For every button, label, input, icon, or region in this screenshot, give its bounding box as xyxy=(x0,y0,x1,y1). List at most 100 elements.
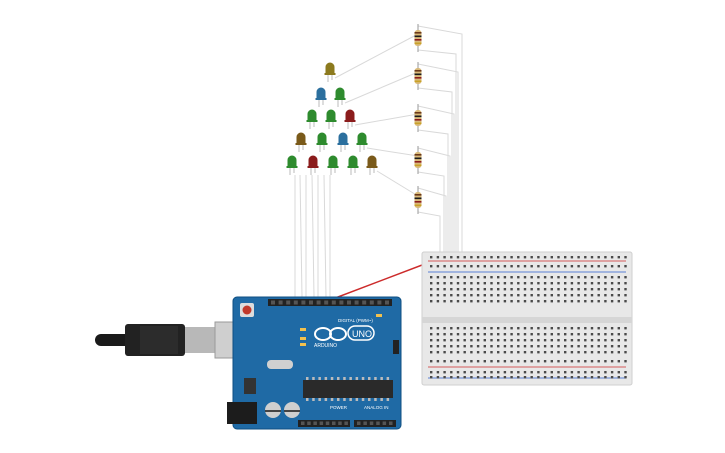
breadboard-hole[interactable] xyxy=(470,282,473,285)
breadboard-hole[interactable] xyxy=(430,288,433,291)
breadboard-hole[interactable] xyxy=(604,256,607,259)
breadboard-hole[interactable] xyxy=(590,376,594,379)
led-olive[interactable] xyxy=(324,62,336,83)
breadboard-hole[interactable] xyxy=(497,339,500,342)
breadboard-hole[interactable] xyxy=(557,360,560,363)
breadboard-hole[interactable] xyxy=(476,282,480,285)
power-pin[interactable] xyxy=(307,421,311,426)
breadboard-hole[interactable] xyxy=(443,333,446,336)
breadboard-hole[interactable] xyxy=(590,339,594,342)
breadboard-hole[interactable] xyxy=(584,327,587,330)
breadboard-hole[interactable] xyxy=(610,327,614,330)
breadboard-hole[interactable] xyxy=(503,276,507,279)
breadboard-hole[interactable] xyxy=(497,256,500,259)
breadboard-hole[interactable] xyxy=(503,327,507,330)
breadboard-hole[interactable] xyxy=(570,294,574,297)
breadboard-hole[interactable] xyxy=(557,345,560,348)
breadboard-hole[interactable] xyxy=(550,351,553,354)
analog-pin[interactable] xyxy=(357,421,361,426)
breadboard-hole[interactable] xyxy=(483,360,486,363)
breadboard-hole[interactable] xyxy=(483,376,486,379)
wire[interactable] xyxy=(354,113,419,126)
breadboard-hole[interactable] xyxy=(450,300,453,303)
breadboard-hole[interactable] xyxy=(476,339,480,342)
breadboard-hole[interactable] xyxy=(436,351,440,354)
breadboard-hole[interactable] xyxy=(430,256,433,259)
breadboard-hole[interactable] xyxy=(450,339,453,342)
analog-pin[interactable] xyxy=(363,421,367,426)
breadboard-hole[interactable] xyxy=(490,256,493,259)
breadboard-hole[interactable] xyxy=(557,282,560,285)
breadboard-hole[interactable] xyxy=(617,327,620,330)
breadboard-hole[interactable] xyxy=(610,256,614,259)
breadboard-hole[interactable] xyxy=(456,282,460,285)
breadboard-hole[interactable] xyxy=(557,339,560,342)
breadboard-hole[interactable] xyxy=(564,333,567,336)
breadboard-hole[interactable] xyxy=(443,256,446,259)
breadboard-hole[interactable] xyxy=(483,256,486,259)
led-green[interactable] xyxy=(334,87,346,108)
breadboard-hole[interactable] xyxy=(604,276,607,279)
breadboard-hole[interactable] xyxy=(550,345,553,348)
digital-pin[interactable] xyxy=(286,300,291,305)
breadboard-hole[interactable] xyxy=(470,339,473,342)
breadboard-hole[interactable] xyxy=(523,282,527,285)
breadboard-hole[interactable] xyxy=(490,276,493,279)
breadboard-hole[interactable] xyxy=(463,371,466,374)
breadboard-hole[interactable] xyxy=(450,294,453,297)
breadboard-hole[interactable] xyxy=(557,371,560,374)
breadboard-hole[interactable] xyxy=(577,339,580,342)
breadboard-hole[interactable] xyxy=(590,256,594,259)
breadboard-hole[interactable] xyxy=(557,288,560,291)
breadboard-hole[interactable] xyxy=(497,282,500,285)
wire[interactable] xyxy=(417,187,447,262)
breadboard-hole[interactable] xyxy=(557,276,560,279)
breadboard-hole[interactable] xyxy=(537,351,540,354)
breadboard-hole[interactable] xyxy=(590,288,594,291)
breadboard-hole[interactable] xyxy=(490,294,493,297)
breadboard-hole[interactable] xyxy=(564,360,567,363)
breadboard-hole[interactable] xyxy=(490,371,493,374)
breadboard-hole[interactable] xyxy=(476,360,480,363)
breadboard-hole[interactable] xyxy=(624,371,627,374)
breadboard-hole[interactable] xyxy=(577,256,580,259)
breadboard-hole[interactable] xyxy=(590,300,594,303)
breadboard-hole[interactable] xyxy=(564,351,567,354)
breadboard-hole[interactable] xyxy=(597,371,600,374)
breadboard-hole[interactable] xyxy=(557,265,560,268)
breadboard-hole[interactable] xyxy=(584,333,587,336)
breadboard-hole[interactable] xyxy=(537,376,540,379)
breadboard-hole[interactable] xyxy=(624,360,627,363)
breadboard-hole[interactable] xyxy=(456,360,460,363)
breadboard-hole[interactable] xyxy=(543,276,547,279)
breadboard-hole[interactable] xyxy=(543,265,547,268)
breadboard-hole[interactable] xyxy=(503,300,507,303)
breadboard-hole[interactable] xyxy=(517,345,520,348)
breadboard-hole[interactable] xyxy=(476,345,480,348)
breadboard-hole[interactable] xyxy=(610,339,614,342)
breadboard-hole[interactable] xyxy=(617,300,620,303)
breadboard-hole[interactable] xyxy=(570,351,574,354)
breadboard-hole[interactable] xyxy=(610,294,614,297)
breadboard-hole[interactable] xyxy=(550,288,553,291)
breadboard-hole[interactable] xyxy=(490,327,493,330)
breadboard-hole[interactable] xyxy=(570,345,574,348)
breadboard-hole[interactable] xyxy=(597,327,600,330)
breadboard-hole[interactable] xyxy=(456,345,460,348)
breadboard-hole[interactable] xyxy=(510,288,513,291)
breadboard-hole[interactable] xyxy=(450,333,453,336)
breadboard-hole[interactable] xyxy=(624,327,627,330)
breadboard-hole[interactable] xyxy=(497,345,500,348)
breadboard-hole[interactable] xyxy=(624,333,627,336)
led-red[interactable] xyxy=(344,109,356,130)
breadboard-hole[interactable] xyxy=(523,265,527,268)
breadboard-hole[interactable] xyxy=(430,371,433,374)
arduino-board[interactable]: UNO ARDUINO DIGITAL (PWM~) POWER ANALOG … xyxy=(227,296,402,430)
power-header[interactable] xyxy=(298,420,350,427)
breadboard-hole[interactable] xyxy=(537,339,540,342)
breadboard-hole[interactable] xyxy=(497,327,500,330)
breadboard-hole[interactable] xyxy=(617,333,620,336)
breadboard-hole[interactable] xyxy=(456,333,460,336)
breadboard-hole[interactable] xyxy=(604,294,607,297)
breadboard-hole[interactable] xyxy=(503,345,507,348)
